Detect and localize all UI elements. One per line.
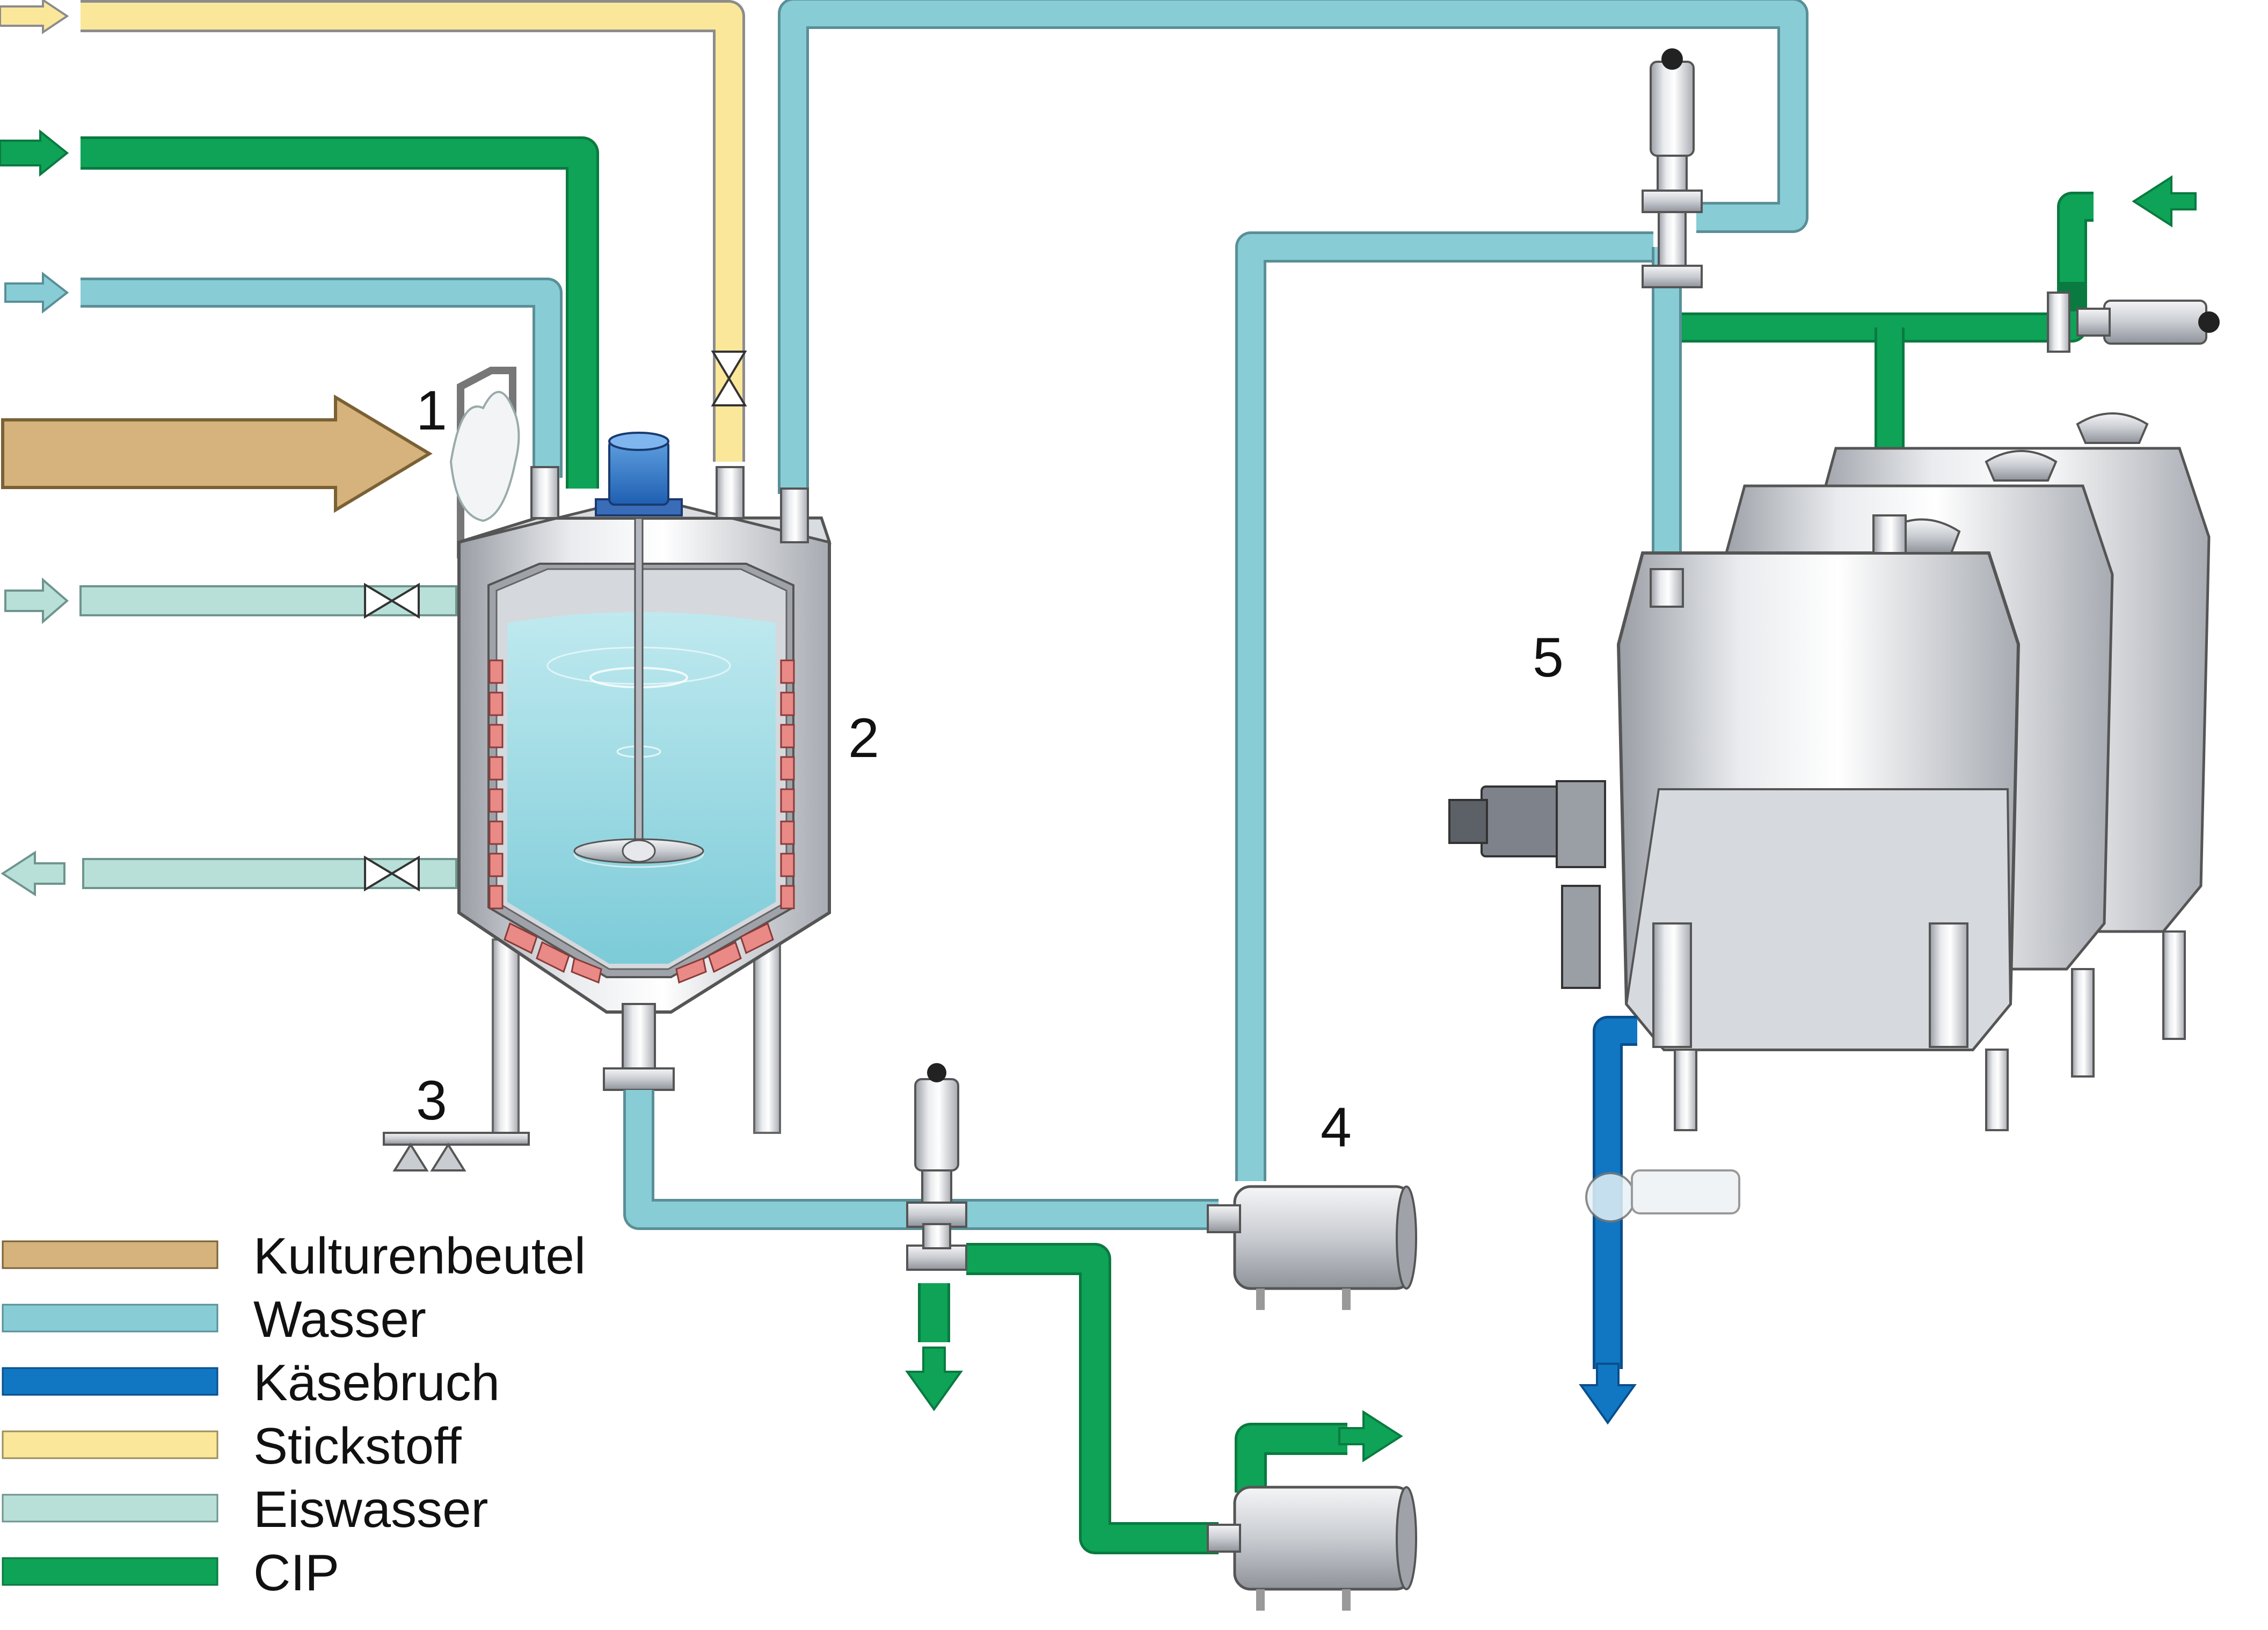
weighing-cell xyxy=(383,1132,530,1171)
cheese-vats-5 xyxy=(1448,412,2211,1131)
legend: Kulturenbeutel Wasser Käsebruch Sticksto… xyxy=(2,1227,586,1602)
water-inlet-arrow-icon xyxy=(4,271,69,314)
agitator xyxy=(573,517,704,864)
culture-bag-holder xyxy=(449,367,520,558)
label-pump-number: 4 xyxy=(1321,1096,1352,1159)
curd-valve-icon xyxy=(1585,1169,1740,1222)
legend-swatch-wasser xyxy=(2,1304,218,1333)
agitator-motor-icon xyxy=(595,432,683,516)
cip-vat-inlet-arrow-icon xyxy=(2132,175,2197,228)
legend-label-kulturenbeutel: Kulturenbeutel xyxy=(253,1227,586,1285)
cip-inlet-arrow-icon xyxy=(0,129,69,177)
cip-drain-arrow-icon xyxy=(905,1347,963,1411)
legend-swatch-stickstoff xyxy=(2,1430,218,1459)
legend-label-wasser: Wasser xyxy=(253,1291,426,1348)
tank-leg xyxy=(492,938,520,1134)
legend-label-eiswasser: Eiswasser xyxy=(253,1481,488,1538)
label-cheese-tank-number: 2 xyxy=(848,707,879,769)
cip-out-arrow-icon xyxy=(1338,1410,1403,1462)
nitrogen-inlet-arrow-icon xyxy=(0,0,69,34)
water-line-to-vats xyxy=(778,0,1808,494)
ice-water-outlet-valve-icon xyxy=(364,855,420,892)
ice-water-inlet-valve-icon xyxy=(364,583,420,619)
legend-label-stickstoff: Stickstoff xyxy=(253,1417,462,1475)
legend-swatch-eiswasser xyxy=(2,1494,218,1523)
centrifugal-pump-4 xyxy=(1207,1185,1417,1310)
ice-water-outlet-arrow-icon xyxy=(1,850,65,897)
centrifugal-pump-cip xyxy=(1207,1486,1417,1611)
vat-drive-motor-icon xyxy=(1448,780,1606,989)
tank-leg xyxy=(753,938,781,1134)
cip-return-line xyxy=(905,1243,1403,1554)
nitrogen-valve-icon xyxy=(711,351,747,406)
label-vat-number: 5 xyxy=(1533,627,1564,689)
cheese-vat-tank xyxy=(449,367,832,1134)
legend-label-kaesebruch: Käsebruch xyxy=(253,1354,500,1411)
mixproof-valve-cip xyxy=(2047,292,2220,353)
label-weighing-cell-number: 3 xyxy=(416,1069,447,1132)
legend-swatch-cip xyxy=(2,1557,218,1586)
culture-bag-arrow-icon xyxy=(1,394,433,513)
legend-label-cip: CIP xyxy=(253,1544,339,1602)
nitrogen-line xyxy=(0,0,747,462)
mixproof-valve-upper xyxy=(1642,48,1703,288)
ice-water-outlet-line xyxy=(1,850,457,897)
mixproof-valve-lower xyxy=(906,1063,967,1271)
cip-inlet-line xyxy=(0,129,599,489)
vat-front xyxy=(1448,514,2021,1131)
water-inlet-line xyxy=(4,271,563,478)
curd-outlet-arrow-icon xyxy=(1579,1363,1637,1425)
curd-outlet-line xyxy=(1579,1016,1740,1425)
legend-swatch-kulturenbeutel xyxy=(2,1240,218,1269)
label-culture-bag-number: 1 xyxy=(416,380,447,442)
culture-bag-arrow xyxy=(1,394,433,513)
ice-water-inlet-line xyxy=(4,577,457,624)
ice-water-inlet-arrow-icon xyxy=(4,577,69,624)
legend-swatch-kaesebruch xyxy=(2,1367,218,1396)
jacket-heating-elements xyxy=(488,659,795,984)
water-line-to-pump xyxy=(623,231,1653,1230)
